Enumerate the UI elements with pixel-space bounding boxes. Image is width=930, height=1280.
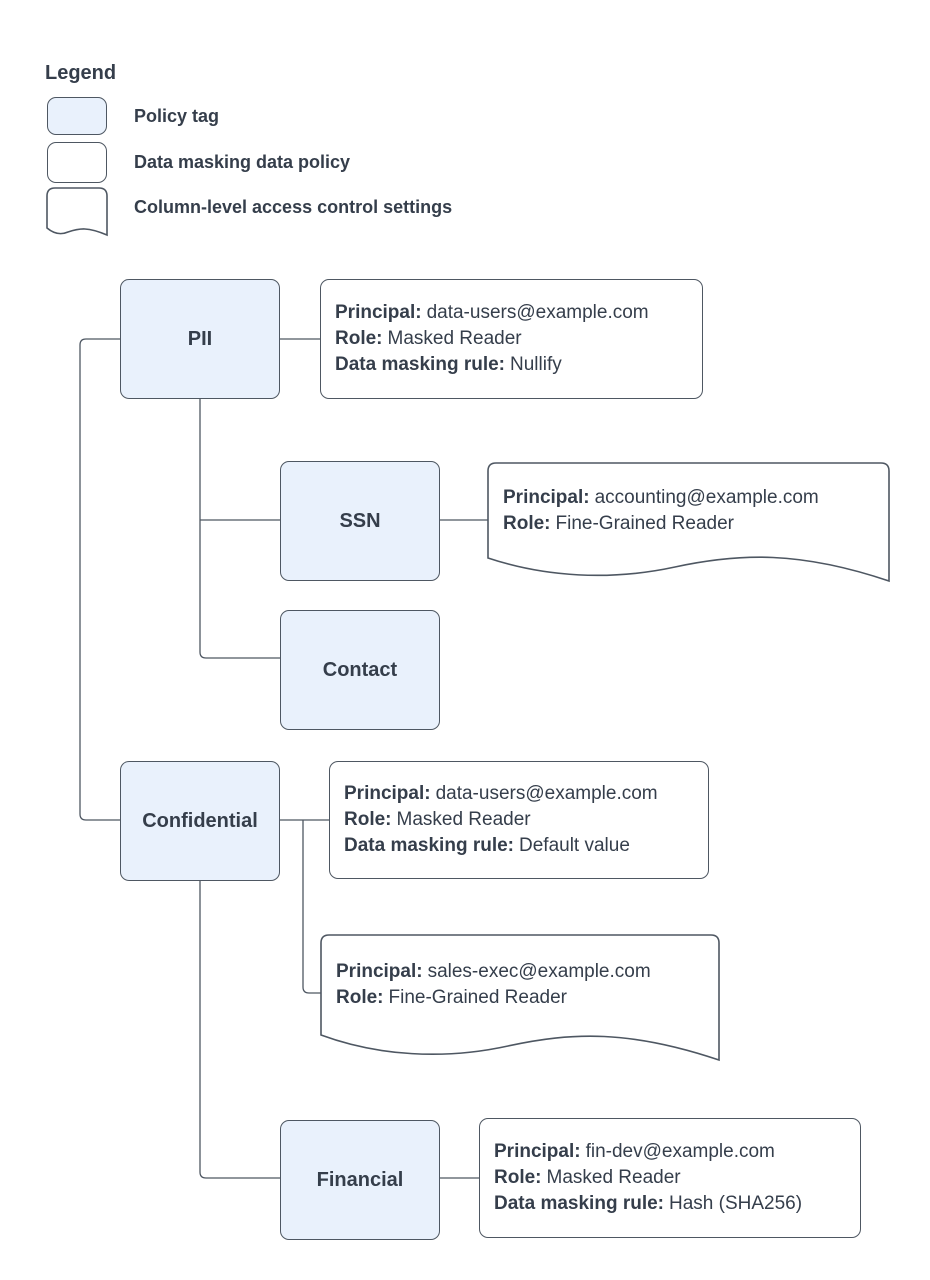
policy-tag-ssn: SSN (280, 461, 440, 581)
policy-field-value: data-users@example.com (426, 302, 649, 323)
policy-field-value: Masked Reader (387, 328, 522, 349)
policy-line: Role:Fine-Grained Reader (336, 985, 714, 1011)
policy-field-label: Role: (335, 328, 383, 349)
policy-line: Principal:fin-dev@example.com (494, 1139, 854, 1165)
policy-tag-financial: Financial (280, 1120, 440, 1240)
policy-tag-label: Confidential (142, 809, 258, 832)
document-shape-ssn-acl (487, 462, 890, 583)
connector-trunk-pii-confidential (79, 338, 120, 821)
policy-field-label: Principal: (503, 486, 590, 508)
policy-line: Data masking rule:Hash (SHA256) (494, 1191, 854, 1217)
policy-tag-pii: PII (120, 279, 280, 399)
policy-field-label: Role: (494, 1167, 542, 1188)
connector-confidential-to-acl-doc (302, 820, 321, 994)
legend-item-data-policy: Data masking data policy (134, 152, 351, 172)
data-policy-pii: Principal:data-users@example.com Role:Ma… (320, 279, 703, 399)
acl-settings-ssn: Principal:accounting@example.com Role:Fi… (503, 463, 883, 558)
policy-line: Data masking rule:Default value (344, 833, 702, 859)
policy-field-label: Principal: (344, 783, 431, 804)
policy-field-label: Principal: (335, 302, 422, 323)
policy-tag-label: Financial (316, 1168, 404, 1191)
policy-tag-label: PII (187, 327, 213, 350)
policy-field-value: sales-exec@example.com (427, 961, 651, 982)
policy-line: Principal:data-users@example.com (344, 781, 702, 807)
policy-field-value: Fine-Grained Reader (388, 987, 567, 1008)
policy-line: Principal:accounting@example.com (503, 485, 883, 511)
policy-field-value: data-users@example.com (435, 783, 658, 804)
policy-field-label: Role: (336, 987, 384, 1008)
policy-line: Role:Masked Reader (494, 1165, 854, 1191)
policy-line: Principal:sales-exec@example.com (336, 959, 714, 985)
policy-field-value: Default value (519, 835, 630, 856)
policy-field-value: Fine-Grained Reader (555, 512, 734, 534)
policy-line: Role:Fine-Grained Reader (503, 511, 883, 537)
legend-item-policy-tag: Policy tag (134, 106, 220, 126)
document-shape-legend-swatch (46, 187, 108, 237)
data-policy-swatch-icon (47, 142, 107, 183)
connector-confidential-to-financial (199, 881, 280, 1179)
policy-tag-swatch-icon (47, 97, 107, 135)
policy-field-label: Data masking rule: (494, 1193, 664, 1214)
policy-field-label: Data masking rule: (344, 835, 514, 856)
connector-pii-to-contact (199, 399, 280, 659)
policy-field-label: Principal: (494, 1141, 581, 1162)
policy-tag-contact: Contact (280, 610, 440, 730)
policy-field-value: accounting@example.com (594, 486, 819, 508)
policy-line: Data masking rule:Nullify (335, 352, 696, 378)
policy-tag-confidential: Confidential (120, 761, 280, 881)
policy-line: Role:Masked Reader (344, 807, 702, 833)
policy-field-value: Hash (SHA256) (669, 1193, 803, 1214)
acl-settings-confidential: Principal:sales-exec@example.com Role:Fi… (336, 935, 714, 1035)
policy-field-label: Role: (503, 512, 551, 534)
policy-tag-label: Contact (322, 658, 398, 681)
policy-field-label: Principal: (336, 961, 423, 982)
policy-field-value: Masked Reader (546, 1167, 681, 1188)
policy-tag-label: SSN (339, 509, 381, 532)
policy-line: Role:Masked Reader (335, 326, 696, 352)
policy-field-value: fin-dev@example.com (585, 1141, 775, 1162)
legend-item-column-acl: Column-level access control settings (134, 197, 453, 217)
policy-field-label: Role: (344, 809, 392, 830)
data-policy-financial: Principal:fin-dev@example.com Role:Maske… (479, 1118, 861, 1238)
policy-field-value: Nullify (510, 354, 562, 375)
legend-title: Legend (45, 62, 117, 84)
policy-field-label: Data masking rule: (335, 354, 505, 375)
document-shape-confidential-acl (320, 934, 720, 1062)
policy-field-value: Masked Reader (396, 809, 531, 830)
policy-line: Principal:data-users@example.com (335, 300, 696, 326)
data-policy-confidential: Principal:data-users@example.com Role:Ma… (329, 761, 709, 879)
